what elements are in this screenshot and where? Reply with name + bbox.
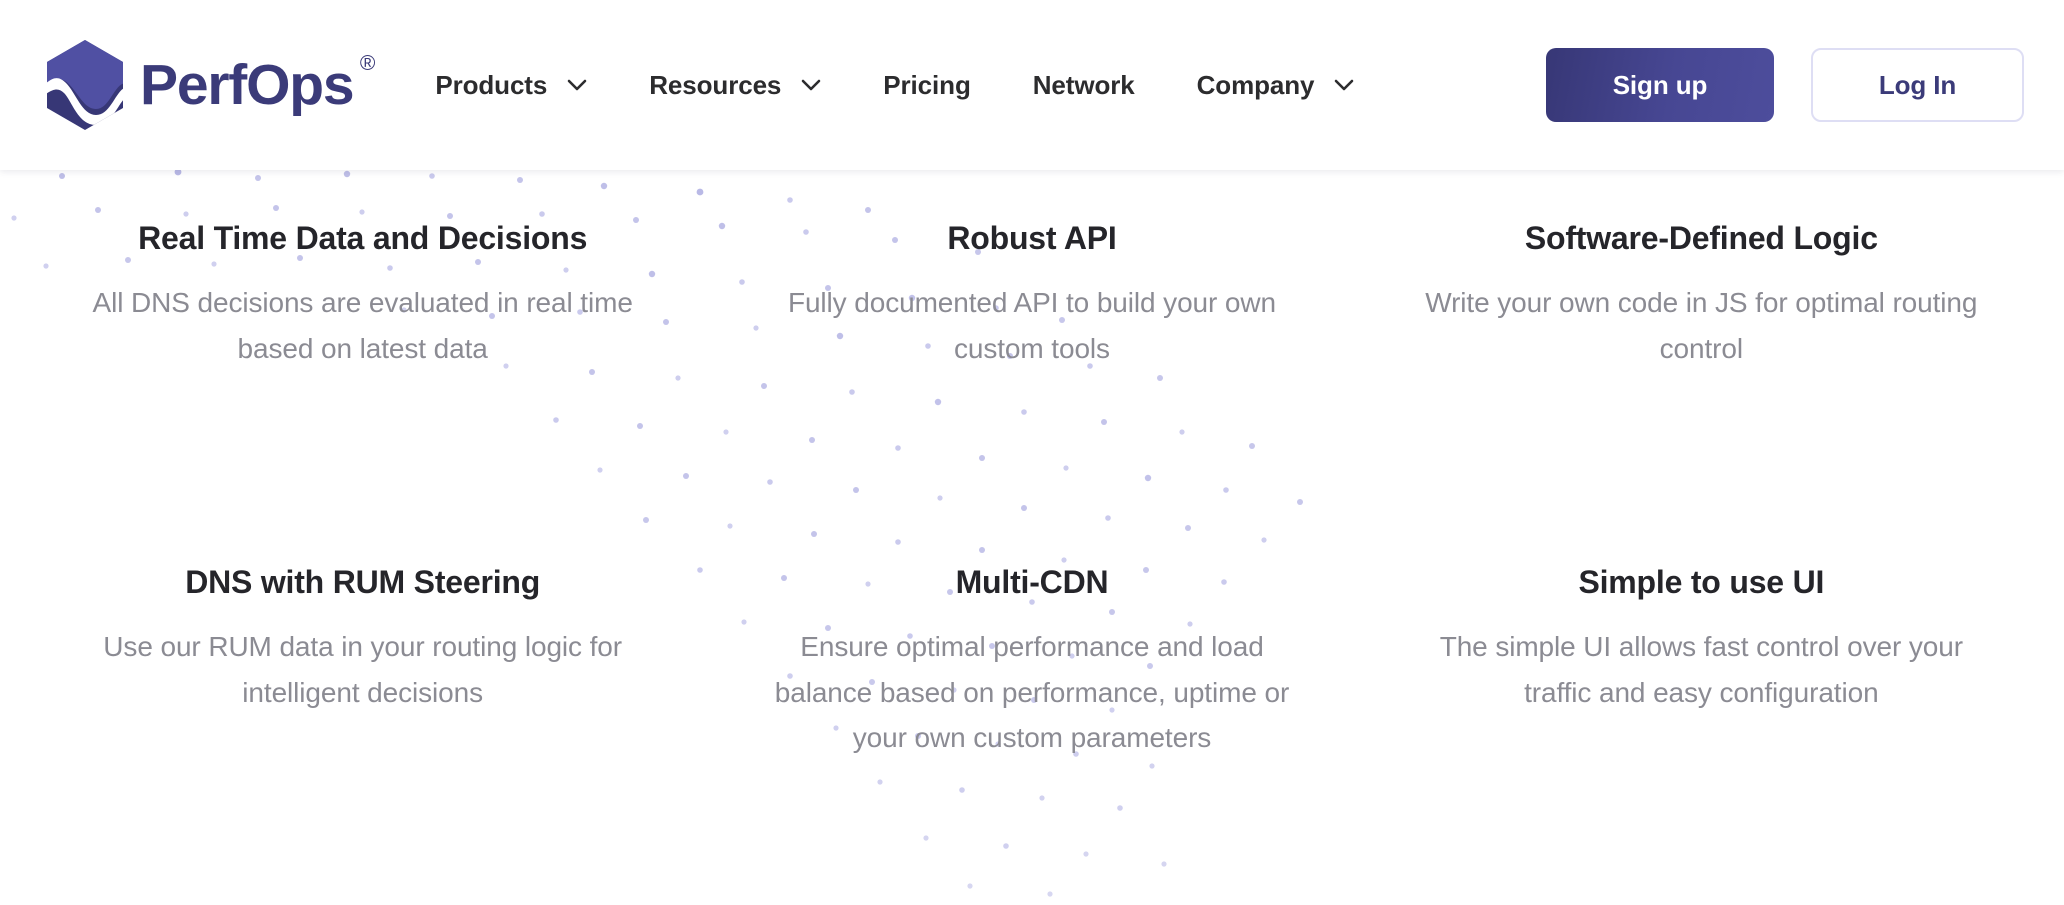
feature-card-real-time-data: Real Time Data and Decisions All DNS dec…	[28, 170, 697, 502]
sign-up-button[interactable]: Sign up	[1546, 48, 1774, 122]
page-body: Real Time Data and Decisions All DNS dec…	[0, 170, 2064, 905]
feature-description: Fully documented API to build your own c…	[787, 286, 1276, 364]
nav-item-company[interactable]: Company	[1197, 60, 1355, 111]
feature-title: Real Time Data and Decisions	[138, 220, 588, 256]
feature-title: Multi-CDN	[955, 564, 1109, 600]
log-in-button[interactable]: Log In	[1811, 48, 2024, 122]
nav-item-pricing[interactable]: Pricing	[883, 60, 971, 111]
nav-item-network[interactable]: Network	[1033, 60, 1135, 111]
perfops-hexagon-wave-logo-icon	[47, 40, 123, 130]
feature-card-simple-ui: Simple to use UI The simple UI allows fa…	[1367, 502, 2036, 761]
header-actions: Sign up Log In	[1546, 48, 2024, 122]
nav-item-pricing-label: Pricing	[883, 69, 971, 100]
site-header: PerfOps® Products Resources Pricing Netw…	[0, 0, 2064, 170]
chevron-down-icon[interactable]	[1334, 79, 1354, 91]
brand-wordmark: PerfOps®	[140, 53, 375, 114]
main-navigation: Products Resources Pricing Network Compa…	[435, 60, 1354, 111]
feature-description: All DNS decisions are evaluated in real …	[92, 286, 633, 364]
feature-card-dns-rum-steering: DNS with RUM Steering Use our RUM data i…	[28, 502, 697, 761]
nav-item-company-label: Company	[1196, 69, 1315, 100]
feature-card-robust-api: Robust API Fully documented API to build…	[697, 170, 1366, 502]
nav-item-products-label: Products	[435, 69, 548, 100]
feature-title: Software-Defined Logic	[1524, 220, 1878, 256]
chevron-down-icon[interactable]	[567, 79, 587, 91]
feature-title: Robust API	[947, 220, 1117, 256]
features-grid: Real Time Data and Decisions All DNS dec…	[0, 170, 2064, 761]
nav-item-network-label: Network	[1032, 69, 1135, 100]
nav-item-resources-label: Resources	[649, 69, 782, 100]
nav-item-products[interactable]: Products	[435, 60, 587, 111]
feature-title: Simple to use UI	[1578, 564, 1825, 600]
feature-description: Ensure optimal performance and load bala…	[774, 630, 1290, 754]
feature-card-multi-cdn: Multi-CDN Ensure optimal performance and…	[697, 502, 1366, 761]
registered-trademark-icon: ®	[359, 51, 376, 75]
brand-name-text: PerfOps	[140, 52, 355, 117]
feature-description: The simple UI allows fast control over y…	[1439, 630, 1963, 708]
feature-description: Use our RUM data in your routing logic f…	[103, 630, 622, 708]
feature-card-software-defined-logic: Software-Defined Logic Write your own co…	[1367, 170, 2036, 502]
feature-description: Write your own code in JS for optimal ro…	[1425, 286, 1978, 364]
nav-item-resources[interactable]: Resources	[649, 60, 821, 111]
brand-logo-link[interactable]: PerfOps®	[44, 39, 375, 131]
feature-title: DNS with RUM Steering	[185, 564, 541, 600]
chevron-down-icon[interactable]	[801, 79, 821, 91]
